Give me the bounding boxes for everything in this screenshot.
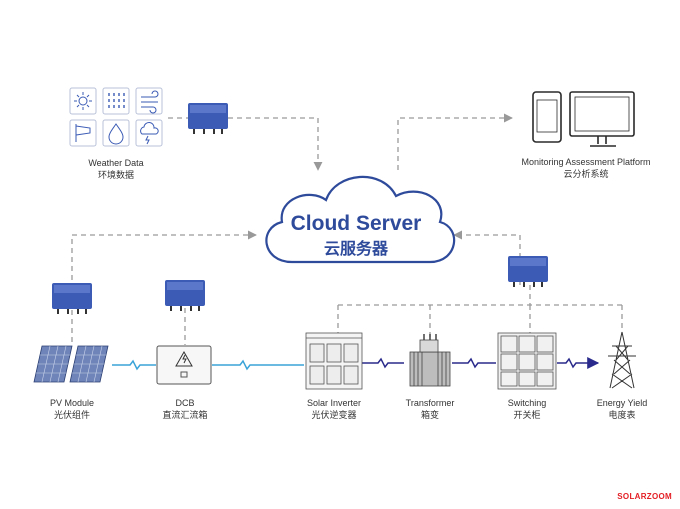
node-label-en: Transformer [405, 398, 455, 408]
wind-sock-icon [69, 119, 97, 147]
node-label-en: Solar Inverter [306, 398, 362, 408]
cloud-server-subtitle: 云服务器 [324, 239, 389, 258]
solar-inverter-icon [305, 332, 363, 390]
switching-cabinet-icon [497, 332, 557, 390]
cloud-server: Cloud Server 云服务器 [265, 175, 456, 264]
weather-data-label-zh: 环境数据 [97, 170, 134, 180]
wind-icon [135, 87, 163, 115]
cloud-server-title: Cloud Server [291, 212, 422, 235]
node-label-zh: 直流汇流箱 [162, 410, 208, 420]
transformer-icon [409, 334, 451, 387]
rain-icon [102, 87, 130, 115]
node-label-zh: 电度表 [608, 410, 636, 420]
node-label-en: Energy Yield [596, 398, 648, 408]
node-label-en: Switching [507, 398, 547, 408]
sun-icon [69, 87, 97, 115]
pv-collector-device [52, 283, 92, 314]
dcb-collector-device [165, 280, 205, 311]
node-label-switching: Switching 开关柜 [487, 397, 567, 421]
dashed-connectors [71, 113, 623, 345]
cloud-lightning-icon [135, 119, 163, 147]
humidity-drop-icon [102, 119, 130, 147]
weather-data-label: Weather Data 环境数据 [66, 157, 166, 181]
weather-collector-device [188, 103, 228, 134]
weather-icon-grid [69, 87, 163, 147]
node-label-pv: PV Module 光伏组件 [32, 397, 112, 421]
node-label-zh: 开关柜 [513, 410, 541, 420]
data-collector-devices [52, 103, 548, 314]
platform-label: Monitoring Assessment Platform 云分析系统 [506, 156, 666, 180]
node-label-transformer: Transformer 箱变 [390, 397, 470, 421]
grid-collector-device [508, 256, 548, 287]
platform-label-en: Monitoring Assessment Platform [521, 157, 651, 167]
node-label-zh: 光伏逆变器 [311, 410, 357, 420]
node-label-dcb: DCB 直流汇流箱 [145, 397, 225, 421]
dcb-icon [156, 345, 212, 385]
brand-watermark: SOLARZOOM [617, 492, 672, 501]
node-label-inverter: Solar Inverter 光伏逆变器 [294, 397, 374, 421]
node-label-zh: 光伏组件 [53, 410, 90, 420]
power-tower-icon [608, 331, 636, 389]
monitoring-platform-icon [532, 91, 635, 147]
node-label-en: DCB [175, 398, 195, 408]
platform-label-zh: 云分析系统 [563, 169, 609, 179]
weather-data-label-en: Weather Data [88, 158, 144, 168]
power-flow [112, 357, 600, 371]
pv-module-icon [33, 345, 109, 383]
node-label-zh: 箱变 [420, 410, 439, 420]
node-label-energy: Energy Yield 电度表 [582, 397, 662, 421]
node-label-en: PV Module [49, 398, 95, 408]
